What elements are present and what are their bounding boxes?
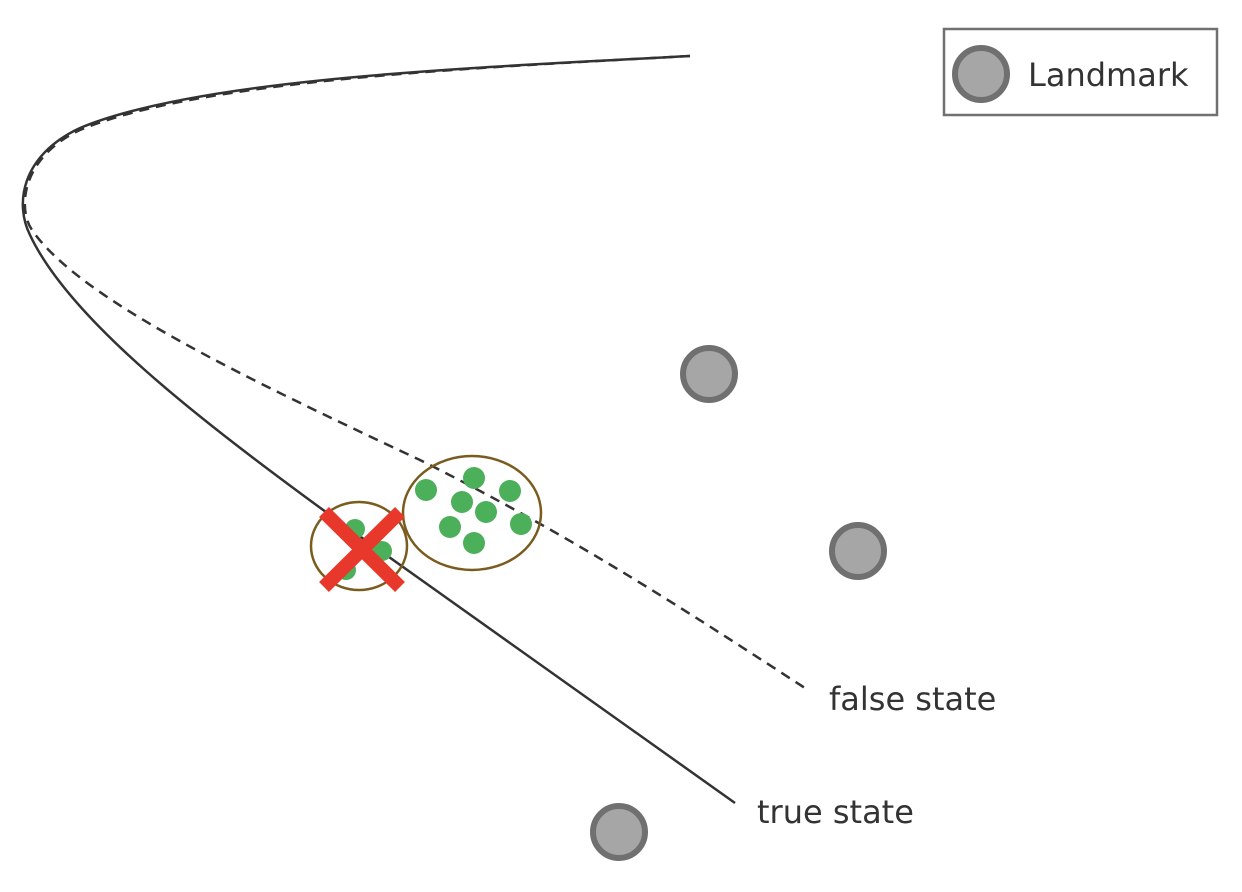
uncertainty-ellipse bbox=[401, 454, 543, 572]
particle bbox=[415, 479, 437, 501]
particle bbox=[510, 513, 532, 535]
legend: Landmark bbox=[942, 27, 1219, 117]
particle bbox=[463, 467, 485, 489]
true-state-path bbox=[21, 54, 736, 805]
false-state-label: false state bbox=[829, 680, 996, 718]
particle bbox=[439, 516, 461, 538]
cross-icon bbox=[319, 507, 405, 592]
landmark-icon bbox=[590, 803, 648, 861]
legend-landmark-icon bbox=[952, 45, 1010, 103]
particle bbox=[451, 491, 473, 513]
true-state-label: true state bbox=[757, 793, 914, 831]
particle bbox=[475, 501, 497, 523]
legend-landmark-label: Landmark bbox=[1028, 56, 1189, 94]
particle-cluster-rejected bbox=[309, 500, 409, 592]
landmark-icon bbox=[829, 522, 887, 580]
uncertainty-ellipse bbox=[309, 500, 409, 592]
landmark-icon bbox=[680, 345, 738, 403]
particle-cluster-accepted bbox=[401, 454, 543, 572]
particle bbox=[463, 532, 485, 554]
particle bbox=[499, 480, 521, 502]
